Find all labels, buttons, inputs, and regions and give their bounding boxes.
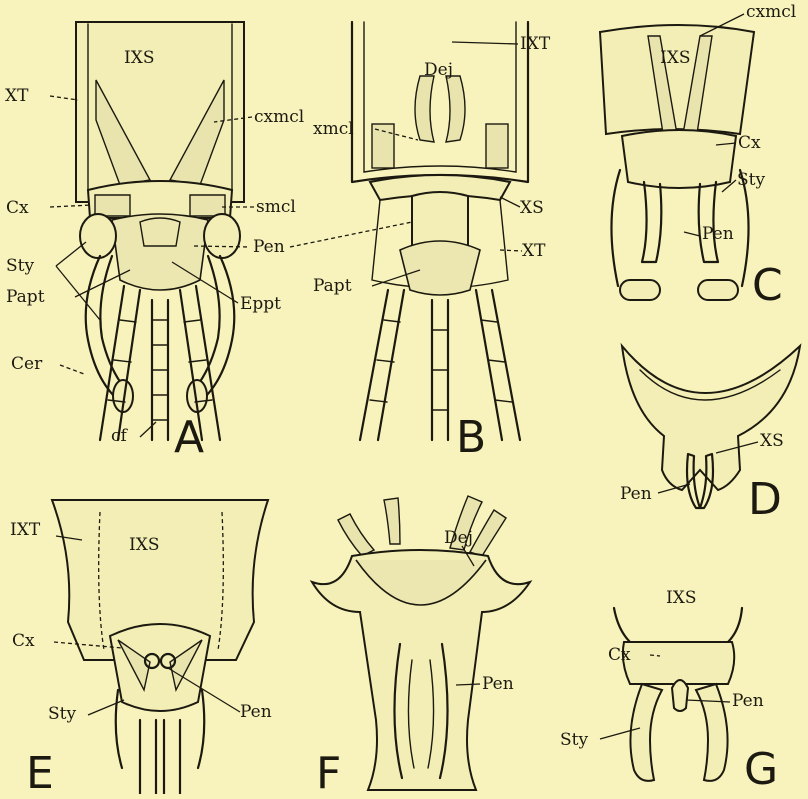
figure-f-dej-left <box>338 514 374 556</box>
figure-a-label-cxmcl: cxmcl <box>254 109 304 126</box>
figure-c-label-pen: Pen <box>702 226 734 243</box>
figure-g-sty-right <box>696 684 728 781</box>
figure-f-label-pen: Pen <box>482 676 514 693</box>
figure-b-label-papt: Papt <box>313 278 352 295</box>
figure-b-xmcl-right <box>486 124 508 168</box>
figure-g-letter: G <box>744 748 778 792</box>
figure-c-label-cxmcl: cxmcl <box>746 4 796 21</box>
figure-g-cx <box>623 642 734 684</box>
figure-g-label-ixs: IXS <box>666 590 696 607</box>
figure-a-label-smcl: smcl <box>256 199 296 216</box>
figure-c-pen-left <box>642 182 661 262</box>
figure-g-pen <box>672 680 688 711</box>
figure-b-label-dej: Dej <box>424 62 453 79</box>
figure-a-label-sty: Sty <box>6 258 34 275</box>
figure-e-letter: E <box>26 752 54 796</box>
figure-f-letter: F <box>316 752 341 796</box>
figure-a-label-papt: Papt <box>6 289 45 306</box>
figure-g-drawing <box>600 608 742 781</box>
figure-f-drawing <box>312 496 530 790</box>
figure-b-dej-left <box>415 76 434 142</box>
figure-a-letter: A <box>174 416 204 460</box>
figure-e-drawing <box>52 500 268 794</box>
figure-e-label-cx: Cx <box>12 633 35 650</box>
figure-b-letter: B <box>456 416 486 460</box>
figure-c-sty-left <box>611 170 620 286</box>
figure-e-label-pen: Pen <box>240 704 272 721</box>
figure-g-label-sty: Sty <box>560 732 588 749</box>
figure-a-label-eppt: Eppt <box>240 296 281 313</box>
figure-g-label-cx: Cx <box>608 647 631 664</box>
figure-c-label-sty: Sty <box>737 172 765 189</box>
figure-a-label-cf: cf <box>111 428 127 445</box>
figure-d-letter: D <box>748 478 782 522</box>
figure-a-label-xt: XT <box>5 88 28 105</box>
figure-f-label-dej: Dej <box>444 530 473 547</box>
figure-e-label-sty: Sty <box>48 706 76 723</box>
figure-d-label-xs: XS <box>760 433 784 450</box>
figure-a-label-ixs: IXS <box>124 50 154 67</box>
figure-d-xs <box>622 346 800 490</box>
figure-c-pen-right <box>699 182 718 262</box>
figure-g-label-pen: Pen <box>732 693 764 710</box>
figure-e-cerci <box>140 720 180 794</box>
figure-a-label-cx: Cx <box>6 200 29 217</box>
figure-a-label-pen: Pen <box>253 239 285 256</box>
figure-d-label-pen: Pen <box>620 486 652 503</box>
figure-b-drawing <box>290 22 528 440</box>
figure-b-label-xs: XS <box>520 200 544 217</box>
figure-a-label-cer: Cer <box>11 356 42 373</box>
figure-e-cx <box>110 624 210 711</box>
figure-b-papt <box>400 241 480 295</box>
figure-a-papt <box>112 214 208 290</box>
figure-b-dej-right <box>446 76 465 142</box>
figure-e-label-ixs: IXS <box>129 537 159 554</box>
figure-c-letter: C <box>752 264 783 308</box>
figure-b-label-xt: XT <box>522 243 545 260</box>
figure-g-sty-left <box>630 684 662 781</box>
figure-b-label-ixt: IXT <box>520 36 550 53</box>
figure-c-cx <box>622 130 736 188</box>
figure-c-label-ixs: IXS <box>660 50 690 67</box>
figure-a-drawing <box>50 22 254 440</box>
figure-c-label-cx: Cx <box>738 135 761 152</box>
figure-b-label-xmcl: xmcl <box>313 121 354 138</box>
figure-a-cer-left <box>100 286 140 440</box>
figure-e-label-ixt: IXT <box>10 522 40 539</box>
